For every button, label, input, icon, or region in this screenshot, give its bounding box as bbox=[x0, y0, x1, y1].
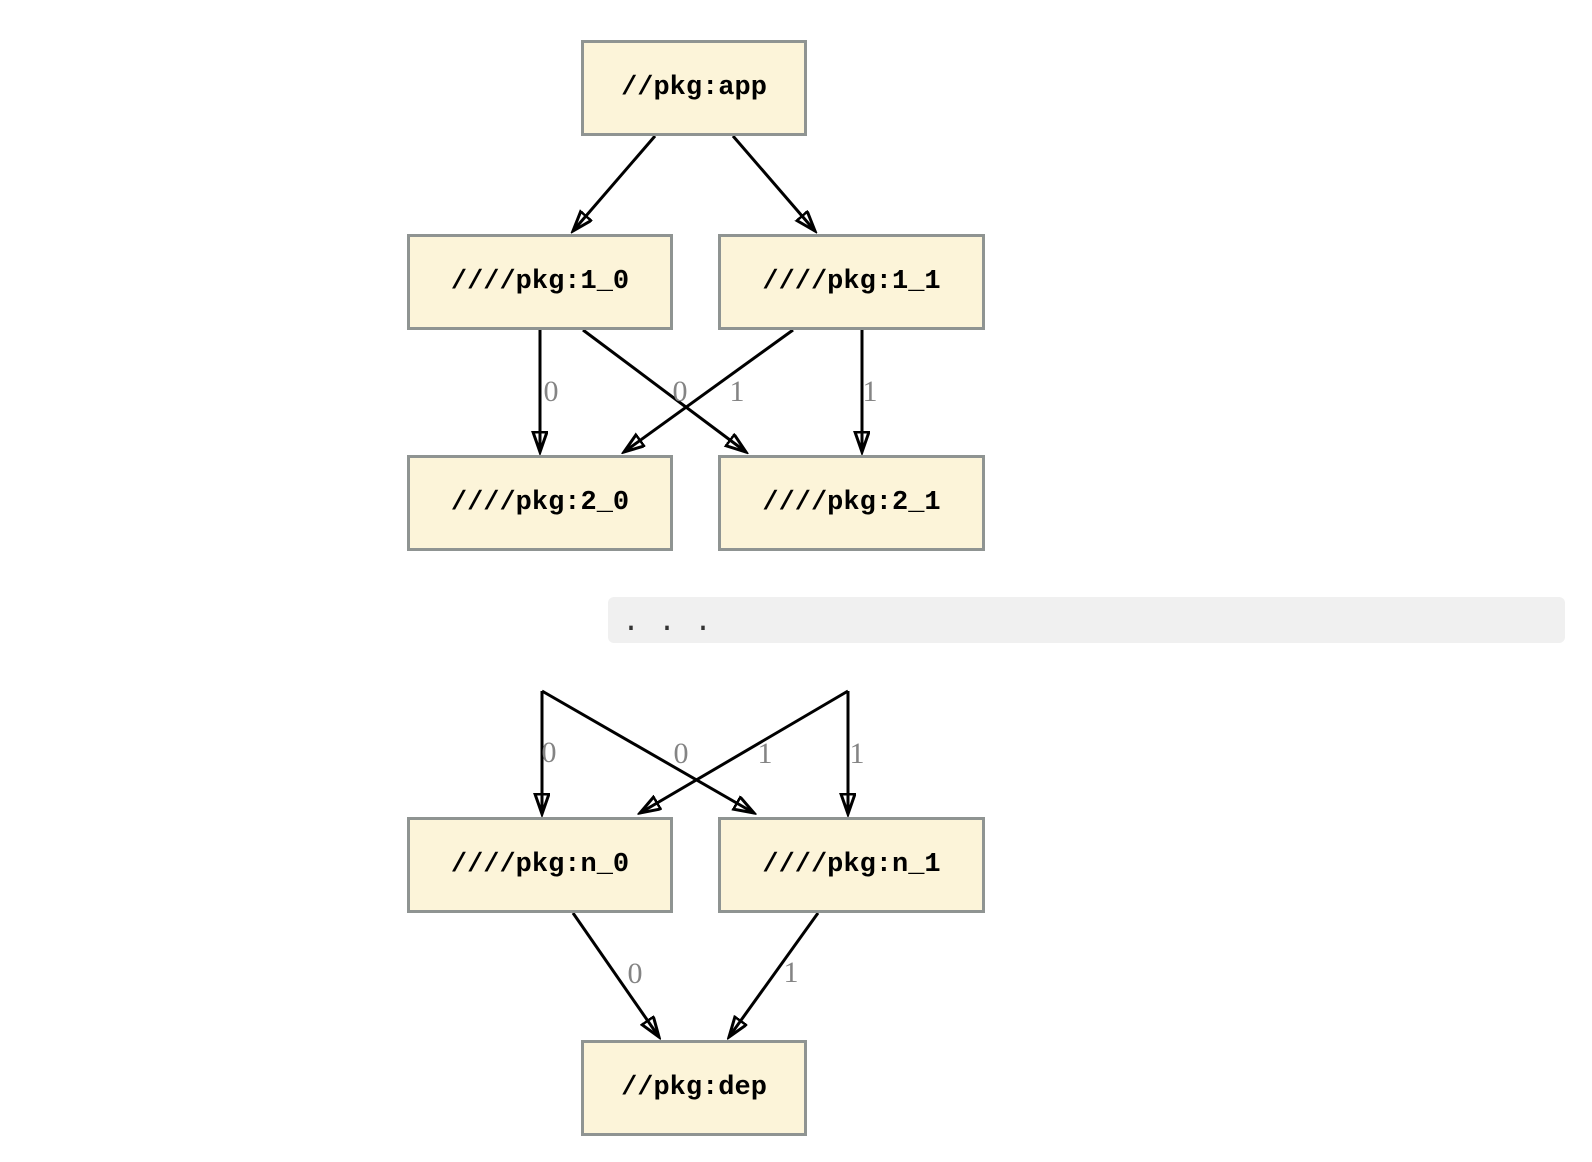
edge-label-n_1-to-dep: 1 bbox=[783, 956, 799, 989]
edge-n_1-to-dep bbox=[729, 912, 820, 1037]
node-pkg-n_0: ////pkg:n_0 bbox=[407, 817, 673, 913]
edge-1_0-to-2_1 bbox=[582, 328, 746, 452]
node-pkg-n_1: ////pkg:n_1 bbox=[718, 817, 985, 913]
edge-label-1_1-to-2_0: 0 bbox=[672, 375, 688, 408]
edge-label-n_0-to-dep: 0 bbox=[627, 957, 643, 990]
edge-label-1_1-to-2_1: 1 bbox=[862, 375, 878, 408]
edge-label-cross-to-n_0: 0 bbox=[673, 737, 689, 770]
edge-label-cross-to-n_1: 1 bbox=[757, 737, 773, 770]
edge-label-1_0-to-2_0: 0 bbox=[543, 375, 559, 408]
node-pkg-dep: //pkg:dep bbox=[581, 1040, 807, 1136]
edge-cross-to-n_0 bbox=[640, 689, 849, 813]
node-pkg-2_1: ////pkg:2_1 bbox=[718, 455, 985, 551]
ellipsis-code-block: . . . bbox=[608, 597, 1565, 643]
node-pkg-1_0: ////pkg:1_0 bbox=[407, 234, 673, 330]
edge-app-to-1_1 bbox=[731, 135, 815, 231]
edge-label-prev-to-n_1: 1 bbox=[849, 737, 865, 770]
edge-label-1_0-to-2_1: 1 bbox=[729, 375, 745, 408]
edge-app-to-1_0 bbox=[573, 135, 657, 231]
edge-cross-to-n_1 bbox=[541, 689, 754, 813]
node-pkg-2_0: ////pkg:2_0 bbox=[407, 455, 673, 551]
edge-1_1-to-2_0 bbox=[624, 328, 794, 452]
node-pkg-app: //pkg:app bbox=[581, 40, 807, 136]
ellipsis-text: . . . bbox=[622, 606, 713, 640]
node-pkg-1_1: ////pkg:1_1 bbox=[718, 234, 985, 330]
edge-label-prev-to-n_0: 0 bbox=[541, 736, 557, 769]
edge-n_0-to-dep bbox=[571, 912, 659, 1037]
